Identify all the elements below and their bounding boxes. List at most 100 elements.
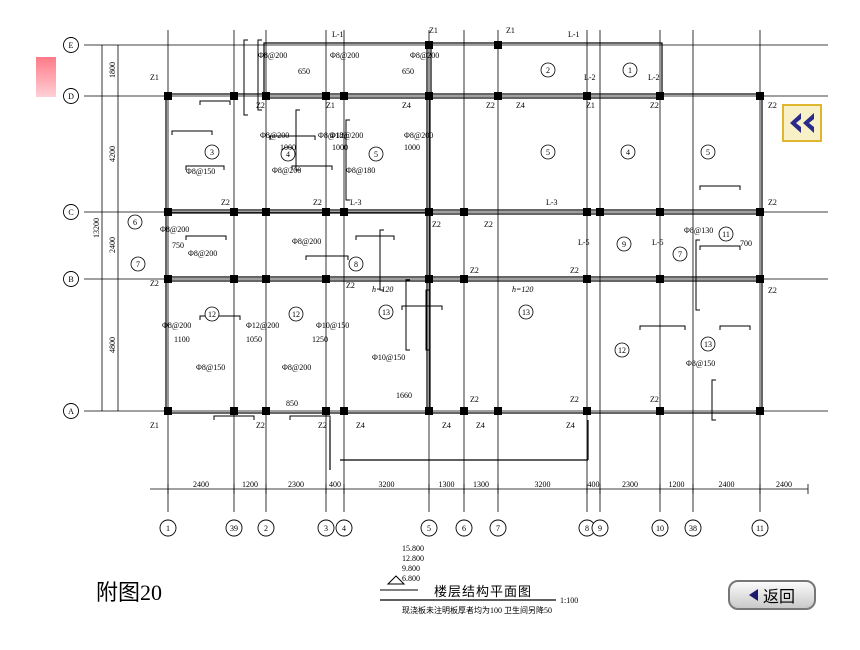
rebar-note: Φ12@200 [330, 131, 363, 140]
column-label: Z1 [506, 26, 515, 35]
rebar-hook [257, 39, 262, 111]
column-block [425, 275, 433, 283]
beam-label: L-3 [546, 198, 558, 207]
bottom-dimension: 2300 [622, 480, 638, 489]
left-dimension: 4200 [108, 146, 117, 162]
column-block [656, 208, 664, 216]
column-block [262, 275, 270, 283]
column-label: Z2 [486, 101, 495, 110]
bottom-dimension: 400 [588, 480, 600, 489]
slab-number: 13 [704, 340, 712, 349]
column-label: Z4 [356, 421, 365, 430]
row-axis-bubble [63, 403, 79, 419]
elevation-3: 9.800 [402, 564, 420, 573]
slab-marker [518, 304, 534, 320]
rebar-note: Φ8@130 [684, 226, 713, 235]
beam-outline [426, 93, 763, 215]
column-axis-bubble [455, 519, 473, 537]
slab-marker [616, 236, 632, 252]
beam-label: L-5 [652, 238, 664, 247]
column-block [340, 208, 348, 216]
left-dimension: 4800 [108, 337, 117, 353]
row-axis-label: C [68, 208, 73, 217]
column-label: Z4 [566, 421, 575, 430]
back-button[interactable]: 返回 [728, 580, 816, 610]
column-block [322, 208, 330, 216]
column-block [425, 92, 433, 100]
slab-number: 2 [546, 66, 550, 75]
slab-marker [204, 144, 220, 160]
rebar-hook [699, 245, 741, 250]
bottom-dimension: 3200 [379, 480, 395, 489]
column-block [425, 407, 433, 415]
extent-label: 850 [286, 399, 298, 408]
column-label: Z4 [402, 101, 411, 110]
column-block [494, 92, 502, 100]
column-label: Z4 [516, 101, 525, 110]
previous-slide-button[interactable] [782, 104, 822, 142]
column-label: Z2 [470, 266, 479, 275]
column-block [322, 275, 330, 283]
column-block [164, 208, 172, 216]
column-axis-bubble [751, 519, 769, 537]
rebar-hook [711, 379, 716, 421]
beam-outline [426, 276, 763, 414]
rebar-note: Φ8@200 [162, 321, 191, 330]
column-label: Z2 [650, 101, 659, 110]
rebar-note: Φ8@200 [188, 249, 217, 258]
slab-marker [622, 62, 638, 78]
bottom-dimension: 2400 [776, 480, 792, 489]
column-block [460, 208, 468, 216]
extent-label: 1000 [332, 143, 348, 152]
column-block [425, 41, 433, 49]
slab-number: 7 [678, 250, 682, 259]
rebar-hook [269, 135, 316, 140]
slab-number: 1 [628, 66, 632, 75]
column-block [583, 275, 591, 283]
bottom-dimension: 2400 [719, 480, 735, 489]
column-block [756, 208, 764, 216]
rebar-hook [639, 325, 686, 330]
slab-number: 5 [706, 148, 710, 157]
rebar-note: Φ8@150 [686, 359, 715, 368]
extent-label: 700 [740, 239, 752, 248]
column-block [230, 275, 238, 283]
slab-marker [368, 146, 384, 162]
rebar-hook [345, 119, 350, 201]
axis-grid [84, 30, 828, 512]
column-block [164, 407, 172, 415]
rebar-note: Φ8@200 [404, 131, 433, 140]
column-label: Z2 [256, 101, 265, 110]
bottom-dimension: 1200 [242, 480, 258, 489]
back-button-label: 返回 [762, 587, 795, 606]
elevation-4: 6.800 [402, 574, 420, 583]
slab-marker [204, 306, 220, 322]
left-dimension: 13200 [92, 218, 101, 238]
rebar-hook [305, 255, 349, 260]
column-axis-label: 2 [264, 524, 268, 533]
slab-marker [348, 256, 364, 272]
column-block [756, 407, 764, 415]
slab-number: 13 [522, 308, 530, 317]
elevation-2: 12.800 [402, 554, 424, 563]
column-label: Z2 [768, 286, 777, 295]
extent-label: 1660 [396, 391, 412, 400]
rebar-hook [699, 185, 741, 190]
column-axis-label: 7 [496, 524, 500, 533]
rebar-hook [243, 39, 248, 116]
column-block [322, 407, 330, 415]
slab-number: 5 [374, 150, 378, 159]
rebar-marks [171, 39, 751, 421]
rebar-note: Φ8@200 [330, 51, 359, 60]
column-axis-label: 5 [427, 524, 431, 533]
beam-label: L-1 [568, 30, 580, 39]
rebar-hook [695, 239, 700, 311]
column-axis-label: 9 [598, 524, 602, 533]
column-block [583, 208, 591, 216]
rebar-note: Φ8@200 [260, 131, 289, 140]
beam-outline [426, 209, 763, 282]
rebar-hook [171, 130, 213, 135]
slab-marker [614, 342, 630, 358]
